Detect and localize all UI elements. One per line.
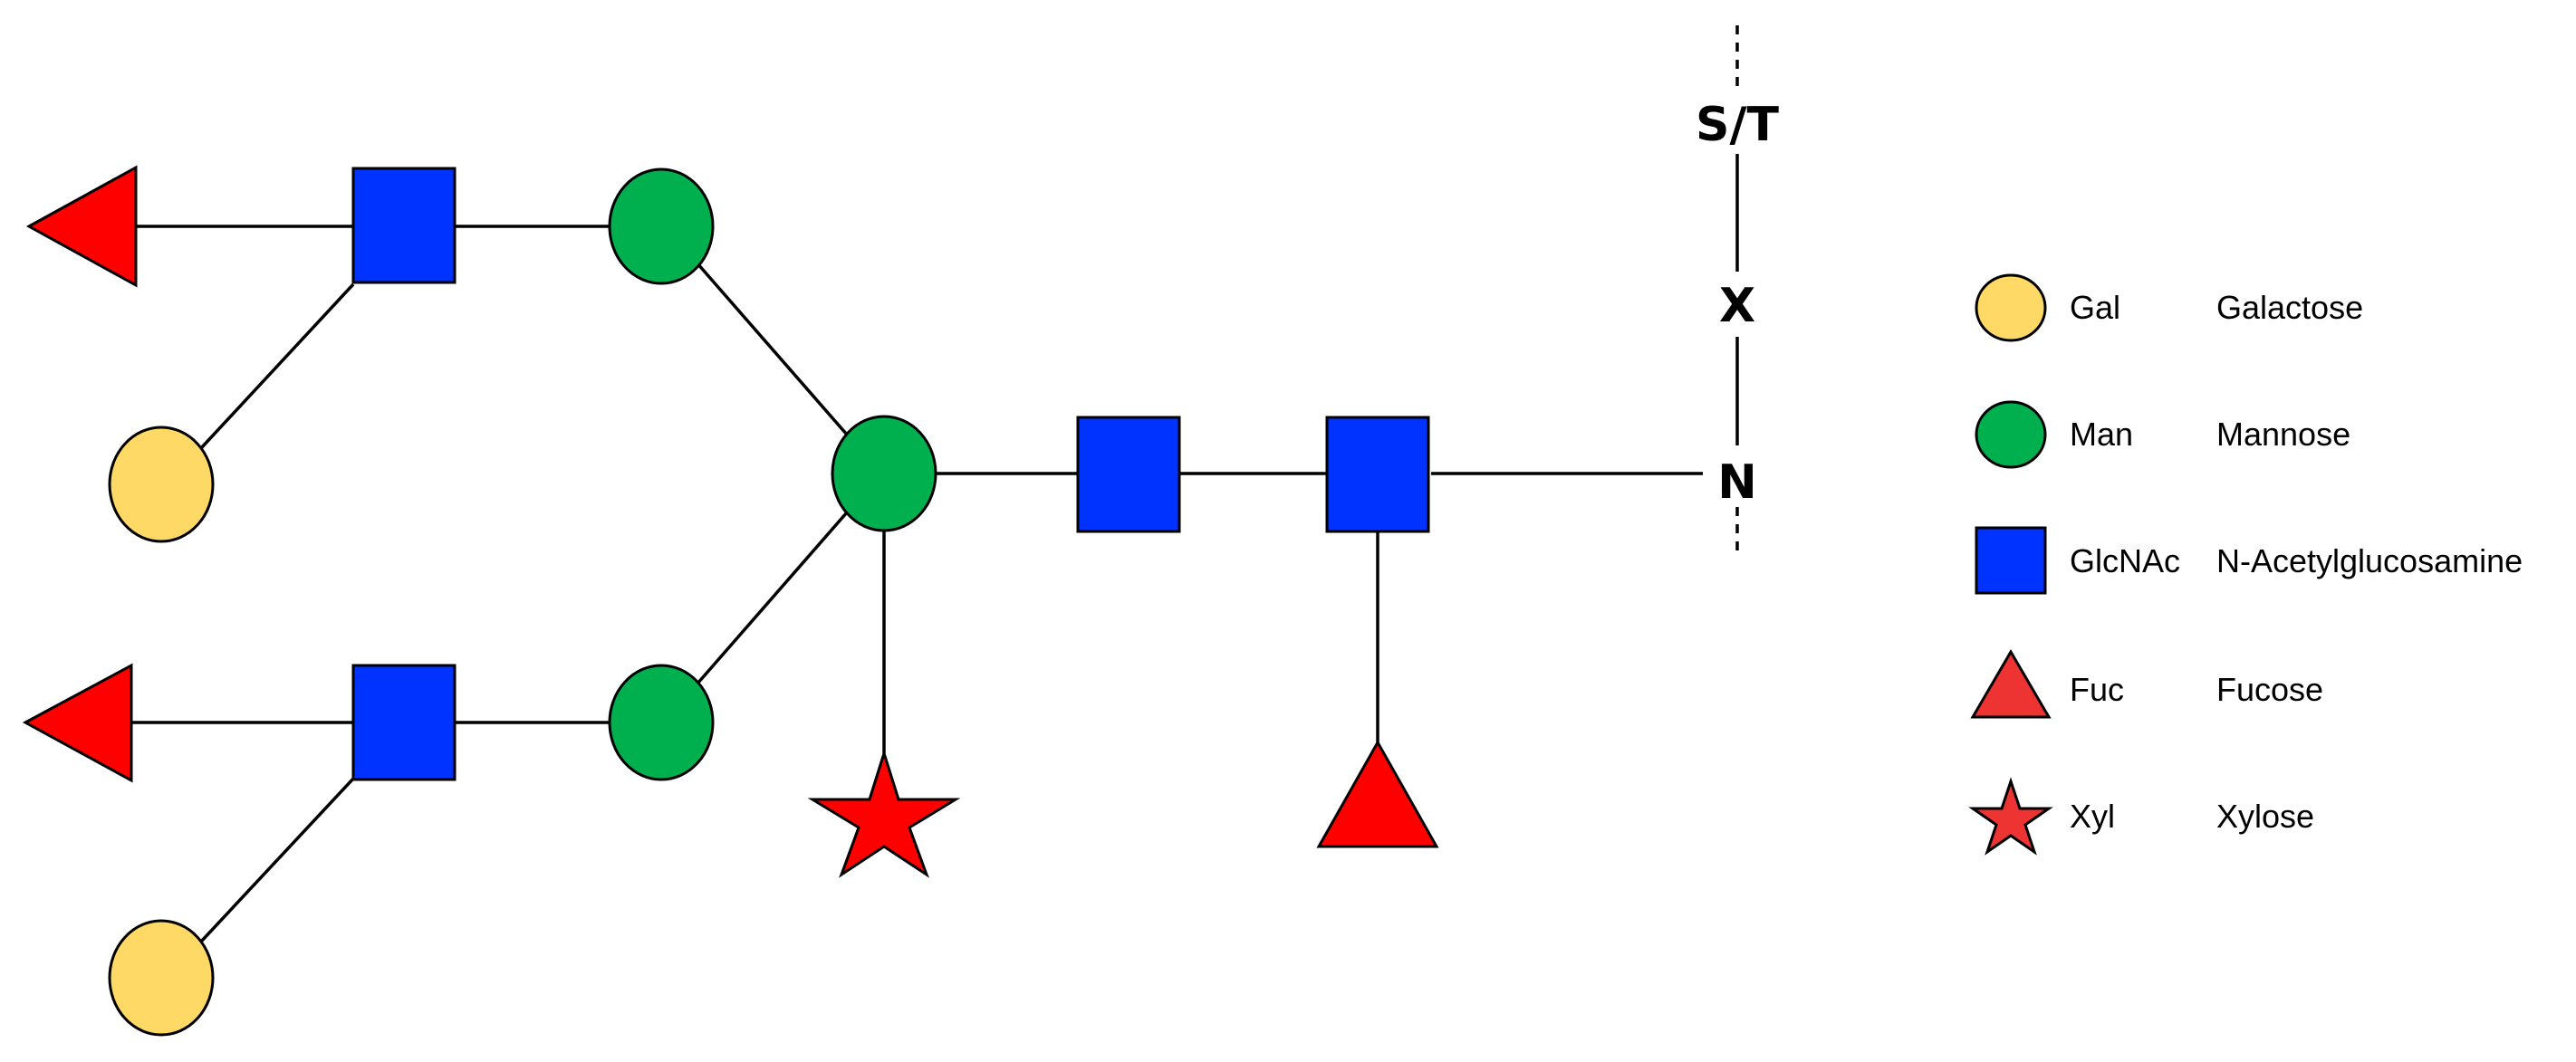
mannose-circle-bottom [608,664,715,781]
edge-glcnac-bottom-gal-bottom [199,777,355,943]
fucose-triangle-bottom [22,663,133,783]
mannose-circle-core [831,415,937,532]
legend-item-xyl: Xyl Xylose [1968,777,2314,856]
legend-gal-icon [1975,273,2047,342]
legend-xyl-icon [1968,777,2053,856]
galactose-circle-top [108,426,215,543]
legend-name-fuc: Fucose [2216,671,2323,708]
legend-abbr-xyl: Xyl [2070,798,2115,835]
edge-glcnac-top-gal-top [199,282,355,450]
glcnac-square-core-1 [1076,416,1181,533]
legend-fuc-icon [1970,649,2052,719]
edge-man-bottom-man-core [696,511,849,685]
legend-man-icon [1975,400,2047,469]
xylose-star [807,748,961,878]
galactose-circle-bottom [108,919,215,1037]
sequon-label-st: S/T [1696,98,1779,152]
legend: Gal Galactose Man Mannose GlcNAc N-Acety… [1968,273,2523,856]
sequon: S/T X N [1696,25,1779,557]
glcnac-square-core-2 [1325,416,1430,533]
legend-abbr-man: Man [2070,416,2133,453]
sequon-label-n: N [1717,455,1757,510]
glycan-residues [22,165,1439,1037]
legend-abbr-gal: Gal [2070,289,2120,326]
fucose-triangle-core [1316,739,1439,848]
sequon-label-x: X [1719,279,1755,333]
glcnac-square-bottom [351,664,457,781]
legend-item-glcnac: GlcNAc N-Acetylglucosamine [1975,526,2523,595]
mannose-circle-top [608,167,715,285]
legend-name-man: Mannose [2216,416,2350,453]
legend-glcnac-icon [1975,526,2047,595]
legend-name-glcnac: N-Acetylglucosamine [2216,542,2523,579]
glcnac-square-top [351,167,457,284]
fucose-triangle-top [25,165,138,288]
legend-abbr-glcnac: GlcNAc [2070,542,2180,579]
legend-abbr-fuc: Fuc [2070,671,2124,708]
glycan-edges [131,225,1703,943]
legend-item-gal: Gal Galactose [1975,273,2363,342]
legend-name-xyl: Xylose [2216,798,2314,835]
legend-item-man: Man Mannose [1975,400,2350,469]
legend-name-gal: Galactose [2216,289,2363,326]
edge-man-top-man-core [696,262,849,436]
legend-item-fuc: Fuc Fucose [1970,649,2323,719]
